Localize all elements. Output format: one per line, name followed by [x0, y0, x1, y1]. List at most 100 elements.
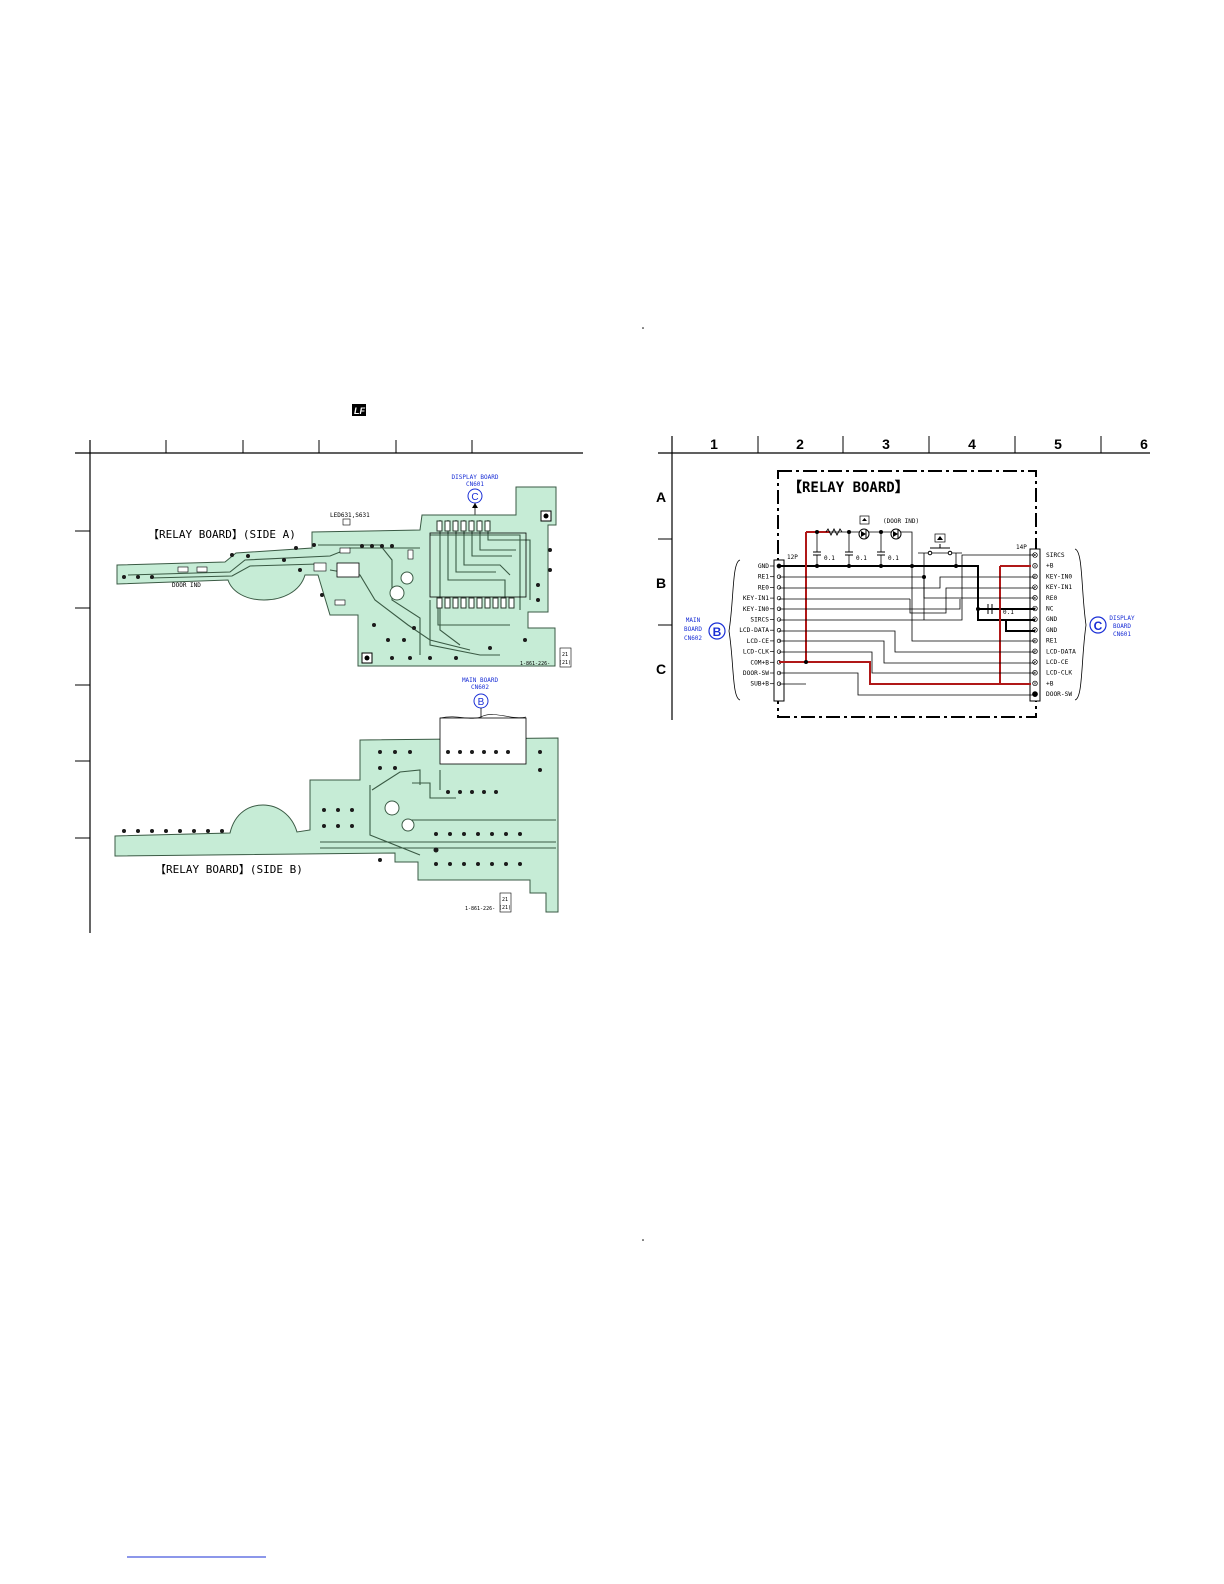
pcb-grid-frame: [75, 440, 583, 933]
cap3-label: 0.1: [888, 555, 899, 562]
pcb-main-ref-letter: B: [478, 697, 485, 708]
pcb-part-number-a: 1-861-226-: [520, 661, 550, 667]
pcb-display-ref-line2: CN601: [466, 481, 484, 488]
resistor-symbol: [825, 527, 843, 537]
pcb-rev-top-b: 21: [502, 897, 508, 903]
relay-board-outline: [777, 470, 1037, 718]
right-pin-cross: [1033, 681, 1037, 686]
pcb-display-board-ref: DISPLAY BOARD CN601 C: [452, 474, 499, 518]
schematic-col-labels: 1 2 3 4 5 6: [710, 436, 1148, 452]
col-label-6: 6: [1140, 436, 1148, 452]
col-label-1: 1: [710, 436, 718, 452]
left-pin-marker: [776, 628, 782, 633]
left-pin-label: KEY-IN1: [743, 595, 769, 602]
pcb-main-board-ref: MAIN BOARD CN602 B: [462, 677, 499, 720]
right-pin-cross: [1033, 564, 1037, 568]
left-pin-label: LCD-DATA: [739, 627, 769, 634]
row-label-c: C: [656, 661, 666, 677]
pcb-side-b-title: 【RELAY BOARD】(SIDE B): [155, 863, 303, 876]
left-pin-label: DOOR-SW: [743, 670, 769, 677]
left-pin-label: SIRCS: [750, 617, 769, 624]
pcb-door-ind-label: DOOR IND: [172, 582, 201, 589]
right-pin-label: RE0: [1046, 595, 1057, 602]
schematic-components: 0.1 0.1 0.1 0.1 (DOOR IND): [804, 515, 1014, 664]
display-ref-line2: BOARD: [1113, 623, 1131, 630]
capacitor-3: [877, 532, 885, 566]
right-pin-label: NC: [1046, 606, 1054, 613]
lead-free-mark: LF: [352, 404, 366, 416]
eject-led-symbol: [858, 515, 870, 540]
right-pin-label: LCD-CE: [1046, 659, 1069, 666]
pcb-main-ref-line1: MAIN BOARD: [462, 677, 499, 684]
col-label-5: 5: [1054, 436, 1062, 452]
pcb-rev-top-a: 21: [562, 652, 568, 658]
pcb-display-ref-letter: C: [471, 492, 478, 503]
right-pin-label: SIRCS: [1046, 552, 1065, 559]
col-label-4: 4: [968, 436, 976, 452]
col-label-2: 2: [796, 436, 804, 452]
pcb-side-b: 【RELAY BOARD】(SIDE B) 1-861-226- 21 (21): [114, 714, 559, 913]
cap2-label: 0.1: [856, 555, 867, 562]
pcb-led-label: LED631,S631: [330, 512, 370, 519]
right-connector-14p: [1029, 548, 1041, 702]
right-pin-label: KEY-IN1: [1046, 584, 1072, 591]
right-pin-label: GND: [1046, 616, 1057, 623]
col-label-3: 3: [882, 436, 890, 452]
capacitor-1: [813, 532, 821, 566]
main-ref-line1: MAIN: [686, 617, 701, 624]
right-pin-label: KEY-IN0: [1046, 573, 1072, 580]
right-pin-marker: [1032, 691, 1038, 697]
row-label-a: A: [656, 489, 666, 505]
left-pin-label: COM+B: [750, 659, 769, 666]
cap4-label: 0.1: [1003, 609, 1014, 616]
main-ref-letter: B: [713, 625, 722, 639]
display-ref-line3: CN601: [1113, 631, 1131, 638]
schematic-wiring: [779, 531, 1035, 696]
pcb-eject-icon: [342, 518, 351, 526]
display-ref-line1: DISPLAY: [1109, 615, 1135, 622]
door-ind-led-symbol: [890, 528, 902, 540]
left-pin-label: GND: [758, 563, 769, 570]
left-pin-marker: [776, 617, 782, 622]
right-pin-label: GND: [1046, 627, 1057, 634]
main-ref-line3: CN602: [684, 635, 702, 642]
right-conn-label: 14P: [1016, 544, 1027, 551]
main-ref-line2: BOARD: [684, 626, 702, 633]
right-pin-label: +B: [1046, 563, 1054, 570]
cap1-label: 0.1: [824, 555, 835, 562]
schematic-display-board-ref: C DISPLAY BOARD CN601: [1074, 548, 1135, 701]
pcb-part-number-b: 1-861-226-: [465, 906, 495, 912]
left-pin-label: LCD-CLK: [743, 649, 769, 656]
pcb-main-ref-line2: CN602: [471, 684, 489, 691]
row-label-b: B: [656, 575, 666, 591]
right-pin-label: LCD-DATA: [1046, 648, 1076, 655]
left-pin-label: SUB+B: [750, 681, 769, 688]
door-ind-label: (DOOR IND): [883, 518, 919, 525]
right-pin-label: LCD-CLK: [1046, 670, 1072, 677]
right-pin-label: +B: [1046, 680, 1054, 687]
pcb-display-ref-line1: DISPLAY BOARD: [452, 474, 499, 481]
eject-switch-symbol: [927, 533, 953, 556]
lead-free-mark-text: LF: [354, 406, 365, 416]
left-pin-label: RE0: [758, 584, 769, 591]
pcb-side-a: 【RELAY BOARD】(SIDE A) LED631,S631 DOOR I…: [116, 486, 572, 668]
pcb-rev-bottom-a: (21): [559, 660, 571, 666]
left-pin-label: KEY-IN0: [743, 606, 769, 613]
left-conn-label: 12P: [787, 554, 798, 561]
right-pin-label: DOOR-SW: [1046, 691, 1072, 698]
schematic-grid: [658, 436, 1150, 720]
right-pin-label: RE1: [1046, 638, 1057, 645]
pcb-rev-bottom-b: (21): [499, 905, 511, 911]
schematic-title: 【RELAY BOARD】: [788, 480, 909, 496]
capacitor-2: [845, 532, 853, 566]
left-pin-label: LCD-CE: [747, 638, 770, 645]
schematic-main-board-ref: MAIN BOARD CN602 B: [684, 559, 741, 701]
display-ref-letter: C: [1094, 619, 1103, 633]
left-pin-marker: [776, 585, 782, 590]
left-pin-label: RE1: [758, 574, 769, 581]
pcb-side-a-title: 【RELAY BOARD】(SIDE A): [148, 528, 296, 541]
schematic-row-labels: A B C: [656, 489, 666, 677]
